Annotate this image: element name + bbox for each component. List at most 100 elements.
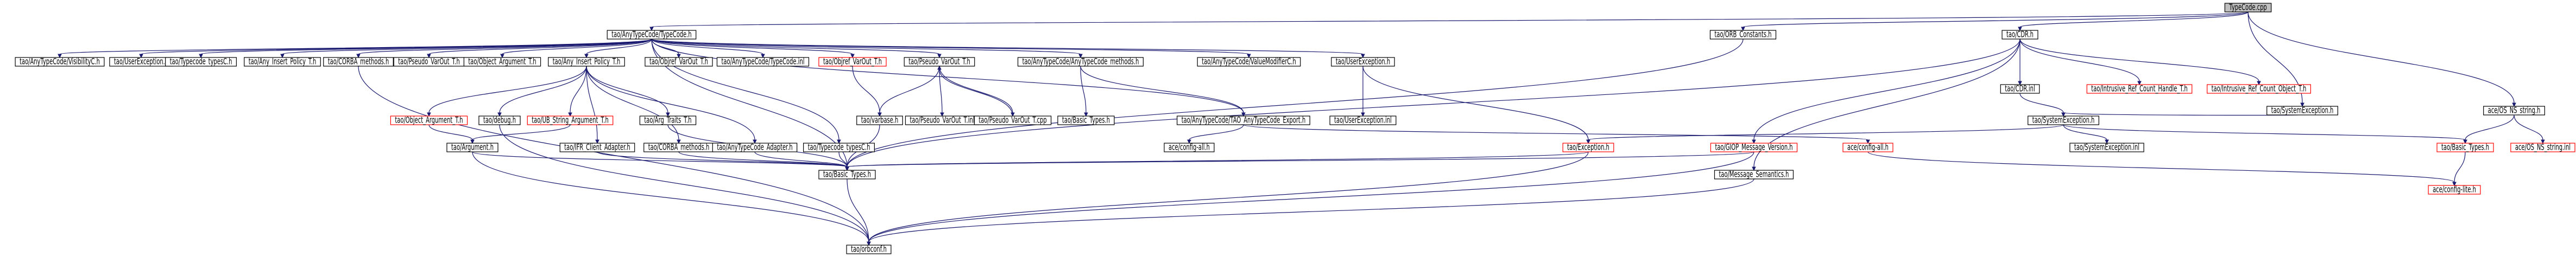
include-edge: [358, 66, 871, 246]
header-node[interactable]: tao/Basic_Types.h: [818, 169, 876, 180]
include-edge: [1752, 39, 2021, 144]
include-edge: [428, 124, 475, 144]
header-node[interactable]: tao/AnyTypeCode_Adapter.h: [712, 142, 798, 153]
node-label: tao/SystemException.inl: [2074, 142, 2139, 152]
header-node[interactable]: tao/AnyTypeCode/VisibilityC.h: [15, 56, 105, 67]
header-node[interactable]: tao/UserException.inl: [1329, 115, 1397, 125]
node-box: [2002, 30, 2038, 40]
missing-header-node[interactable]: tao/Intrusive_Ref_Count_Handle_T.h: [2086, 84, 2193, 94]
header-node[interactable]: tao/IFR_Client_Adapter.h: [559, 142, 635, 153]
node-box: [463, 57, 541, 67]
header-node[interactable]: tao/CORBA_methods.h: [323, 56, 394, 67]
node-box: [2000, 84, 2040, 94]
header-node[interactable]: ace/OS_NS_string.h: [2483, 105, 2545, 116]
missing-header-node[interactable]: tao/Object_Argument_T.h: [390, 115, 468, 126]
missing-header-node[interactable]: tao/UB_String_Argument_T.h: [527, 115, 614, 126]
header-node[interactable]: tao/Basic_Types.h: [1057, 115, 1115, 126]
node-box: [1714, 170, 1794, 179]
include-edge: [586, 66, 757, 144]
node-label: tao/Objref_VarOut_T.h: [649, 56, 708, 67]
include-edge: [427, 66, 587, 117]
node-label: tao/SystemException.h: [2032, 115, 2095, 125]
header-node[interactable]: tao/Any_Insert_Policy_T.h: [548, 56, 625, 67]
include-edge: [199, 39, 652, 59]
header-node[interactable]: tao/AnyTypeCode/TAO_AnyTypeCode_Export.h: [1177, 115, 1310, 126]
node-label: TypeCode.cpp: [2229, 2, 2267, 12]
include-edge: [1741, 11, 2249, 31]
header-node[interactable]: tao/Objref_VarOut_T.h: [645, 56, 713, 67]
node-box: [639, 116, 697, 125]
header-node[interactable]: ace/config-all.h: [1164, 142, 1215, 152]
header-node[interactable]: tao/AnyTypeCode/AnyTypeCode_methods.h: [1017, 56, 1144, 67]
header-node[interactable]: tao/SystemException.h: [2266, 105, 2338, 116]
missing-header-node[interactable]: tao/Intrusive_Ref_Count_Object_T.h: [2207, 84, 2311, 94]
header-node[interactable]: tao/Pseudo_VarOut_T.inl: [905, 115, 980, 126]
node-box: [1177, 116, 1310, 125]
include-edge: [1080, 66, 1246, 117]
header-node[interactable]: tao/Pseudo_VarOut_T.h: [393, 56, 465, 67]
header-node[interactable]: tao/CDR.inl: [2000, 84, 2040, 94]
header-node[interactable]: tao/orbconf.h: [846, 244, 892, 254]
node-label: tao/UserException.inl: [1334, 115, 1392, 125]
node-label: ace/OS_NS_string.h: [2488, 105, 2541, 116]
missing-header-node[interactable]: ace/config-lite.h: [2428, 184, 2481, 195]
missing-header-node[interactable]: tao/Exception.h: [1562, 142, 1614, 152]
node-box: [15, 57, 105, 67]
header-node[interactable]: tao/Any_Insert_Policy_T.h: [244, 56, 321, 67]
header-node[interactable]: tao/varbase.h: [856, 115, 903, 125]
header-node[interactable]: tao/Object_Argument_T.h: [463, 56, 541, 67]
missing-header-node[interactable]: tao/Objref_VarOut_T.h: [818, 56, 887, 67]
header-node[interactable]: tao/AnyTypeCode/ValueModifierC.h: [1197, 56, 1301, 67]
include-edge: [2063, 124, 2467, 144]
node-label: tao/ORB_Constants.h: [1714, 29, 1771, 40]
node-label: tao/Pseudo_VarOut_T.inl: [910, 115, 974, 126]
header-node[interactable]: tao/SystemException.h: [2028, 115, 2099, 125]
header-node[interactable]: tao/Pseudo_VarOut_T.cpp: [974, 115, 1052, 126]
header-node[interactable]: tao/Typecode_typesC.h: [165, 56, 237, 67]
include-edge: [651, 39, 1365, 59]
include-edge: [1586, 124, 2064, 144]
include-edge: [597, 151, 849, 171]
missing-header-node[interactable]: ace/OS_NS_string.inl: [2510, 142, 2575, 153]
node-box: [712, 143, 798, 152]
header-node[interactable]: tao/UserException.h: [109, 56, 173, 67]
node-box: [803, 143, 875, 152]
missing-header-node[interactable]: ace/config-all.h: [1842, 142, 1893, 152]
include-edge: [649, 11, 2249, 31]
header-node[interactable]: tao/SystemException.inl: [2069, 142, 2144, 152]
node-box: [2028, 116, 2099, 125]
include-edge: [852, 66, 882, 117]
include-edge: [586, 66, 670, 117]
include-edge: [651, 39, 1083, 59]
include-edge: [497, 66, 587, 117]
missing-header-node[interactable]: tao/GIOP_Message_Version.h: [1710, 142, 1798, 153]
include-edge: [1362, 66, 1590, 144]
header-node[interactable]: tao/debug.h: [478, 115, 521, 125]
node-label: tao/Basic_Types.h: [2441, 142, 2489, 153]
header-node[interactable]: tao/AnyTypeCode/TypeCode.inl: [716, 56, 810, 67]
node-label: tao/UserException.h: [114, 56, 168, 67]
node-box: [446, 143, 498, 152]
header-node[interactable]: tao/AnyTypeCode/TypeCode.h: [607, 29, 697, 40]
node-label: tao/AnyTypeCode/ValueModifierC.h: [1202, 56, 1296, 67]
missing-header-node[interactable]: tao/Basic_Types.h: [2436, 142, 2494, 153]
include-edge: [2063, 124, 2109, 144]
header-node[interactable]: tao/Message_Semantics.h: [1714, 169, 1794, 180]
node-box: [818, 57, 887, 67]
header-node[interactable]: tao/CORBA_methods.h: [643, 142, 714, 153]
include-edge: [651, 39, 855, 59]
include-edge: [2061, 112, 2303, 117]
node-box: [1842, 143, 1893, 152]
include-edge: [2247, 11, 2516, 107]
header-node[interactable]: tao/CDR.h: [2002, 29, 2038, 40]
header-node[interactable]: tao/Typecode_typesC.h: [803, 142, 875, 153]
node-box: [559, 143, 635, 152]
header-node[interactable]: tao/Arg_Traits_T.h: [639, 115, 697, 126]
header-node[interactable]: tao/ORB_Constants.h: [1709, 29, 1777, 40]
header-node[interactable]: tao/Pseudo_VarOut_T.h: [904, 56, 975, 67]
include-edge: [586, 66, 599, 144]
header-node[interactable]: tao/Argument.h: [446, 142, 498, 152]
include-edge: [584, 39, 652, 59]
include-edge: [2018, 11, 2249, 31]
header-node[interactable]: tao/UserException.h: [1331, 56, 1395, 67]
